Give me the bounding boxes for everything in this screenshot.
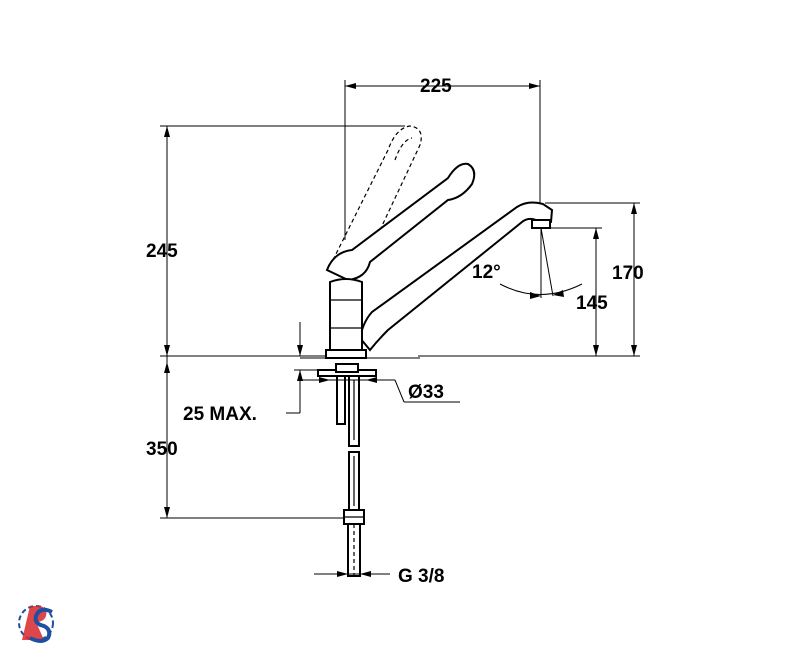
mounting-nut xyxy=(335,363,359,373)
spout-height-label: 170 xyxy=(612,263,644,284)
outlet-height-dimension xyxy=(540,227,602,356)
fixing-stud xyxy=(336,375,346,425)
aerator xyxy=(531,219,551,229)
lever-handle xyxy=(325,162,476,282)
brand-logo xyxy=(18,605,54,643)
outlet-height-label: 145 xyxy=(576,293,608,314)
spout-height-dimension xyxy=(418,202,640,357)
hole-diameter-label: Ø33 xyxy=(408,382,444,403)
faucet-body xyxy=(329,278,363,351)
reach-label: 225 xyxy=(420,76,452,97)
max-worktop-dimension xyxy=(286,322,318,414)
base-flange xyxy=(325,349,367,359)
reach-dimension xyxy=(344,80,541,240)
overall-height-label: 245 xyxy=(146,241,178,262)
lever-alt-position xyxy=(332,125,422,263)
thread-dimension xyxy=(314,571,390,577)
spout-angle-dimension xyxy=(499,227,583,299)
hose-length-dimension xyxy=(160,356,344,519)
thread-label: G 3/8 xyxy=(398,566,444,587)
hole-diameter-dimension xyxy=(300,377,460,403)
max-worktop-label: 25 MAX. xyxy=(183,404,257,425)
overall-height-dimension xyxy=(160,125,405,357)
spout-angle-label: 12° xyxy=(472,262,501,283)
hose-length-label: 350 xyxy=(146,439,178,460)
